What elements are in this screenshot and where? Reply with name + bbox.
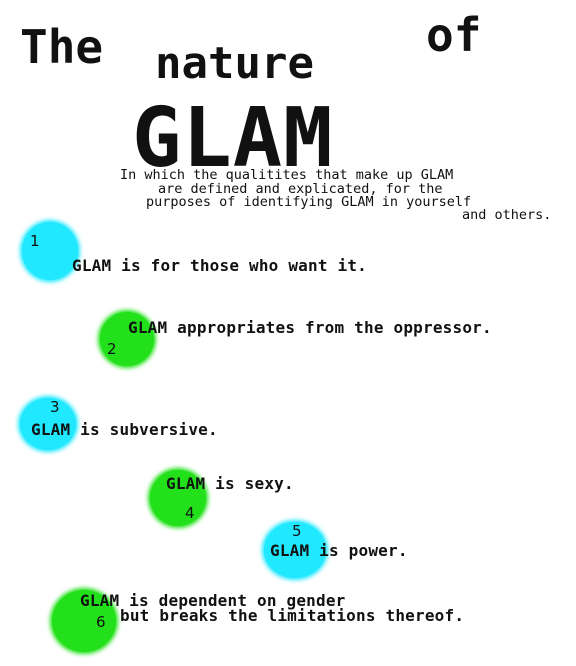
item-6-blob — [52, 590, 116, 652]
title-glam: GLAM — [132, 91, 334, 186]
item-5-blob — [264, 522, 326, 578]
item-1-blob — [22, 222, 78, 280]
item-5-number: 5 — [292, 522, 302, 540]
item-3-blob — [20, 398, 76, 450]
subtitle-line-1: In which the qualitites that make up GLA… — [120, 167, 454, 183]
item-6-text-line-1: GLAM is dependent on gender — [80, 591, 346, 610]
item-1-text: GLAM is for those who want it. — [72, 256, 367, 275]
subtitle-line-4: and others. — [462, 207, 552, 223]
item-6-number: 6 — [96, 613, 106, 631]
item-1-number: 1 — [30, 232, 40, 250]
title-of: of — [426, 8, 482, 62]
item-5-text: GLAM is power. — [270, 541, 408, 560]
item-2-blob — [100, 312, 154, 366]
subtitle-line-2: are defined and explicated, for the — [158, 181, 443, 197]
item-4-text: GLAM is sexy. — [166, 474, 294, 493]
item-2-text: GLAM appropriates from the oppressor. — [128, 318, 492, 337]
item-3-number: 3 — [50, 398, 60, 416]
item-4-number: 4 — [185, 504, 195, 522]
item-6-text-line-2: but breaks the limitations thereof. — [120, 606, 465, 625]
subtitle-line-3: purposes of identifying GLAM in yourself — [146, 194, 472, 210]
title-the: The — [20, 20, 104, 74]
item-3-text: GLAM is subversive. — [31, 420, 218, 439]
title-nature: nature — [155, 38, 314, 89]
item-2-number: 2 — [107, 340, 117, 358]
item-4-blob — [150, 470, 206, 526]
